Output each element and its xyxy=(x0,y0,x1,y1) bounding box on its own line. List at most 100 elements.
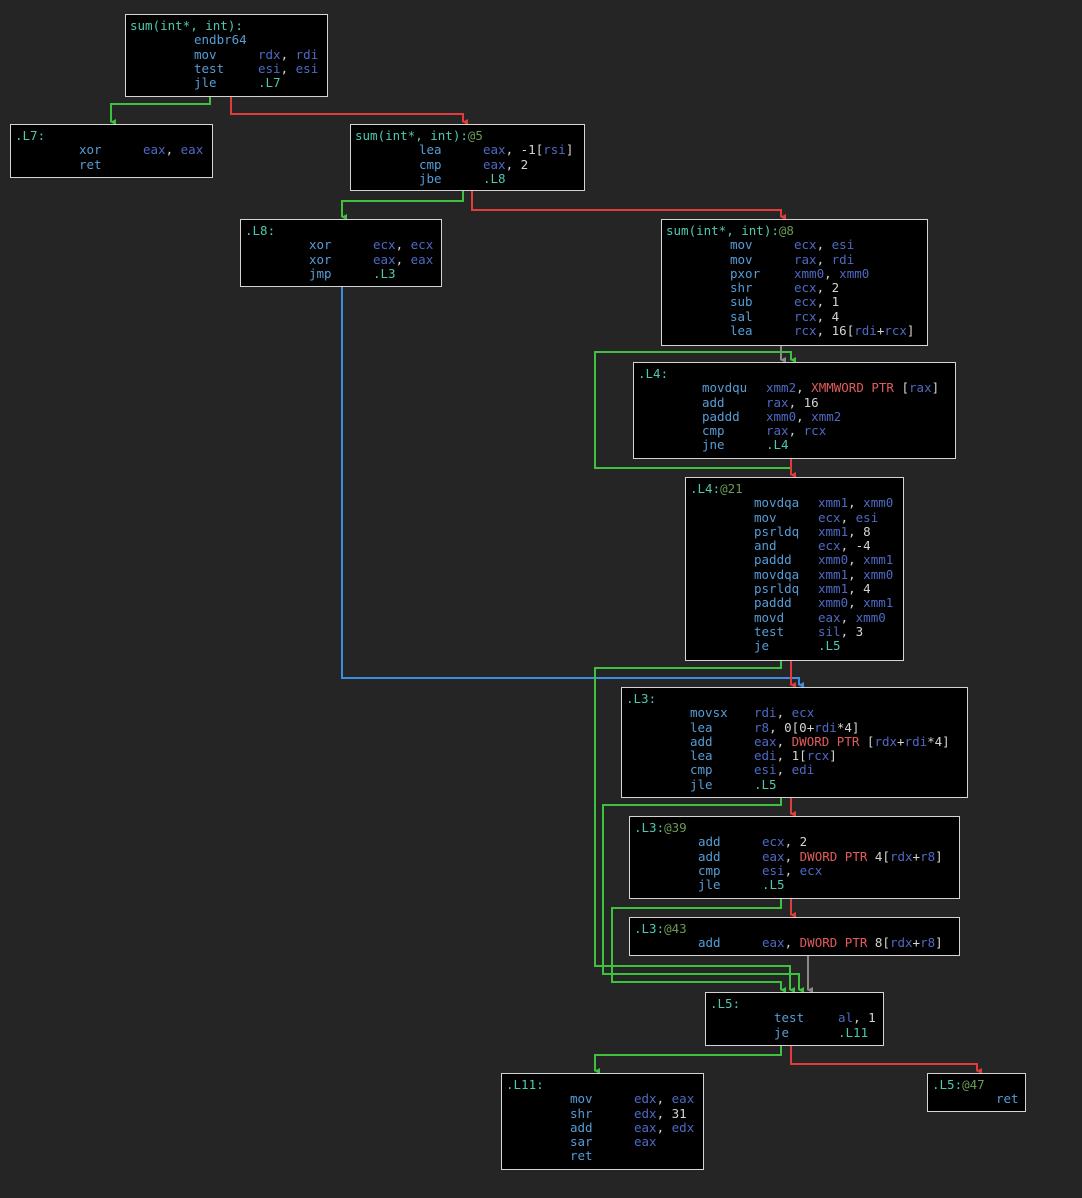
mnemonic: paddd xyxy=(754,552,792,568)
instruction-line: ret xyxy=(15,157,208,172)
edge-L5-to-b47 xyxy=(790,1045,982,1074)
operand-punct: ] xyxy=(931,380,940,396)
operand-punct: , xyxy=(280,60,296,76)
operand-label[interactable]: .L11 xyxy=(838,1024,869,1040)
operand-register: r8 xyxy=(920,935,936,951)
operand-register: sil xyxy=(818,623,841,639)
operand-punct: , xyxy=(848,566,864,582)
operand-immediate: 1 xyxy=(868,1010,876,1026)
operand-register: rsi xyxy=(543,142,566,158)
mnemonic: shr xyxy=(730,280,753,296)
operand-immediate: -4 xyxy=(855,538,871,554)
block-header: .L3:@43 xyxy=(634,921,955,936)
operand-punct: , xyxy=(769,719,785,735)
operand-label[interactable]: .L8 xyxy=(483,170,506,186)
operand-immediate: 4 xyxy=(831,308,840,324)
operand-immediate: 16 xyxy=(803,394,819,410)
operand-register: xmm0 xyxy=(766,408,797,424)
operand-immediate: 4 xyxy=(863,581,871,597)
operand-punct: , xyxy=(776,705,792,721)
operand-register: esi xyxy=(762,862,785,878)
mnemonic: mov xyxy=(730,237,753,253)
operand-punct: , xyxy=(505,156,521,172)
operand-register: rdx xyxy=(258,46,281,62)
operand-register: rdi xyxy=(904,733,928,749)
operand-register: xmm0 xyxy=(863,566,894,582)
operand-immediate: 0 xyxy=(784,719,792,735)
operand-register: esi xyxy=(295,60,319,76)
operand-register: xmm0 xyxy=(818,595,849,611)
operand-label[interactable]: .L5 xyxy=(762,877,785,893)
operand-register: eax xyxy=(410,251,434,267)
mnemonic: jmp xyxy=(309,265,332,281)
mnemonic: and xyxy=(754,538,777,554)
operand-label[interactable]: .L3 xyxy=(373,265,396,281)
mnemonic: movd xyxy=(754,609,785,625)
operand-punct: , xyxy=(656,1091,672,1107)
block-offset: @5 xyxy=(467,128,483,143)
operand-label[interactable]: .L7 xyxy=(258,75,281,91)
operand-punct: , xyxy=(796,380,812,396)
instruction-line: endbr64 xyxy=(130,32,323,48)
block-offset: @21 xyxy=(720,481,743,496)
edge-L3-to-L5 xyxy=(602,797,804,993)
block-header: .L5: xyxy=(710,996,879,1011)
operand-punct: , xyxy=(784,848,800,864)
mnemonic: xor xyxy=(309,237,332,253)
operand-label[interactable]: .L5 xyxy=(818,638,841,654)
operand-label[interactable]: .L4 xyxy=(766,437,789,453)
operand-punct: ] xyxy=(565,142,574,158)
operand-register: al xyxy=(838,1010,854,1026)
operand-punct: , xyxy=(656,1119,672,1135)
mnemonic: psrldq xyxy=(754,523,800,539)
operand-register: ecx xyxy=(794,237,817,253)
block-label: sum(int*, int): xyxy=(130,18,243,33)
operand-register: eax xyxy=(180,142,204,158)
operand-punct: , xyxy=(816,308,832,324)
block-label: .L8: xyxy=(245,223,276,238)
mnemonic: jle xyxy=(690,776,713,792)
operand-punct: , xyxy=(796,408,812,424)
operand-immediate: 2 xyxy=(831,280,840,296)
block-label: .L4: xyxy=(638,366,669,381)
operand-punct: , xyxy=(784,862,800,878)
operand-label[interactable]: .L5 xyxy=(754,776,777,792)
operand-punct: ] xyxy=(906,323,915,339)
operand-punct: , xyxy=(505,142,521,158)
mnemonic: mov xyxy=(730,251,753,267)
operand-punct: , xyxy=(776,748,792,764)
mnemonic: cmp xyxy=(698,862,721,878)
block-header: .L4: xyxy=(638,366,951,381)
block-label: .L7: xyxy=(15,128,46,143)
operand-punct: + xyxy=(912,935,921,951)
operand-register: ecx xyxy=(818,509,841,525)
operand-punct: [ xyxy=(859,733,875,749)
block-header: .L3:@39 xyxy=(634,820,955,835)
mnemonic: endbr64 xyxy=(194,32,247,48)
